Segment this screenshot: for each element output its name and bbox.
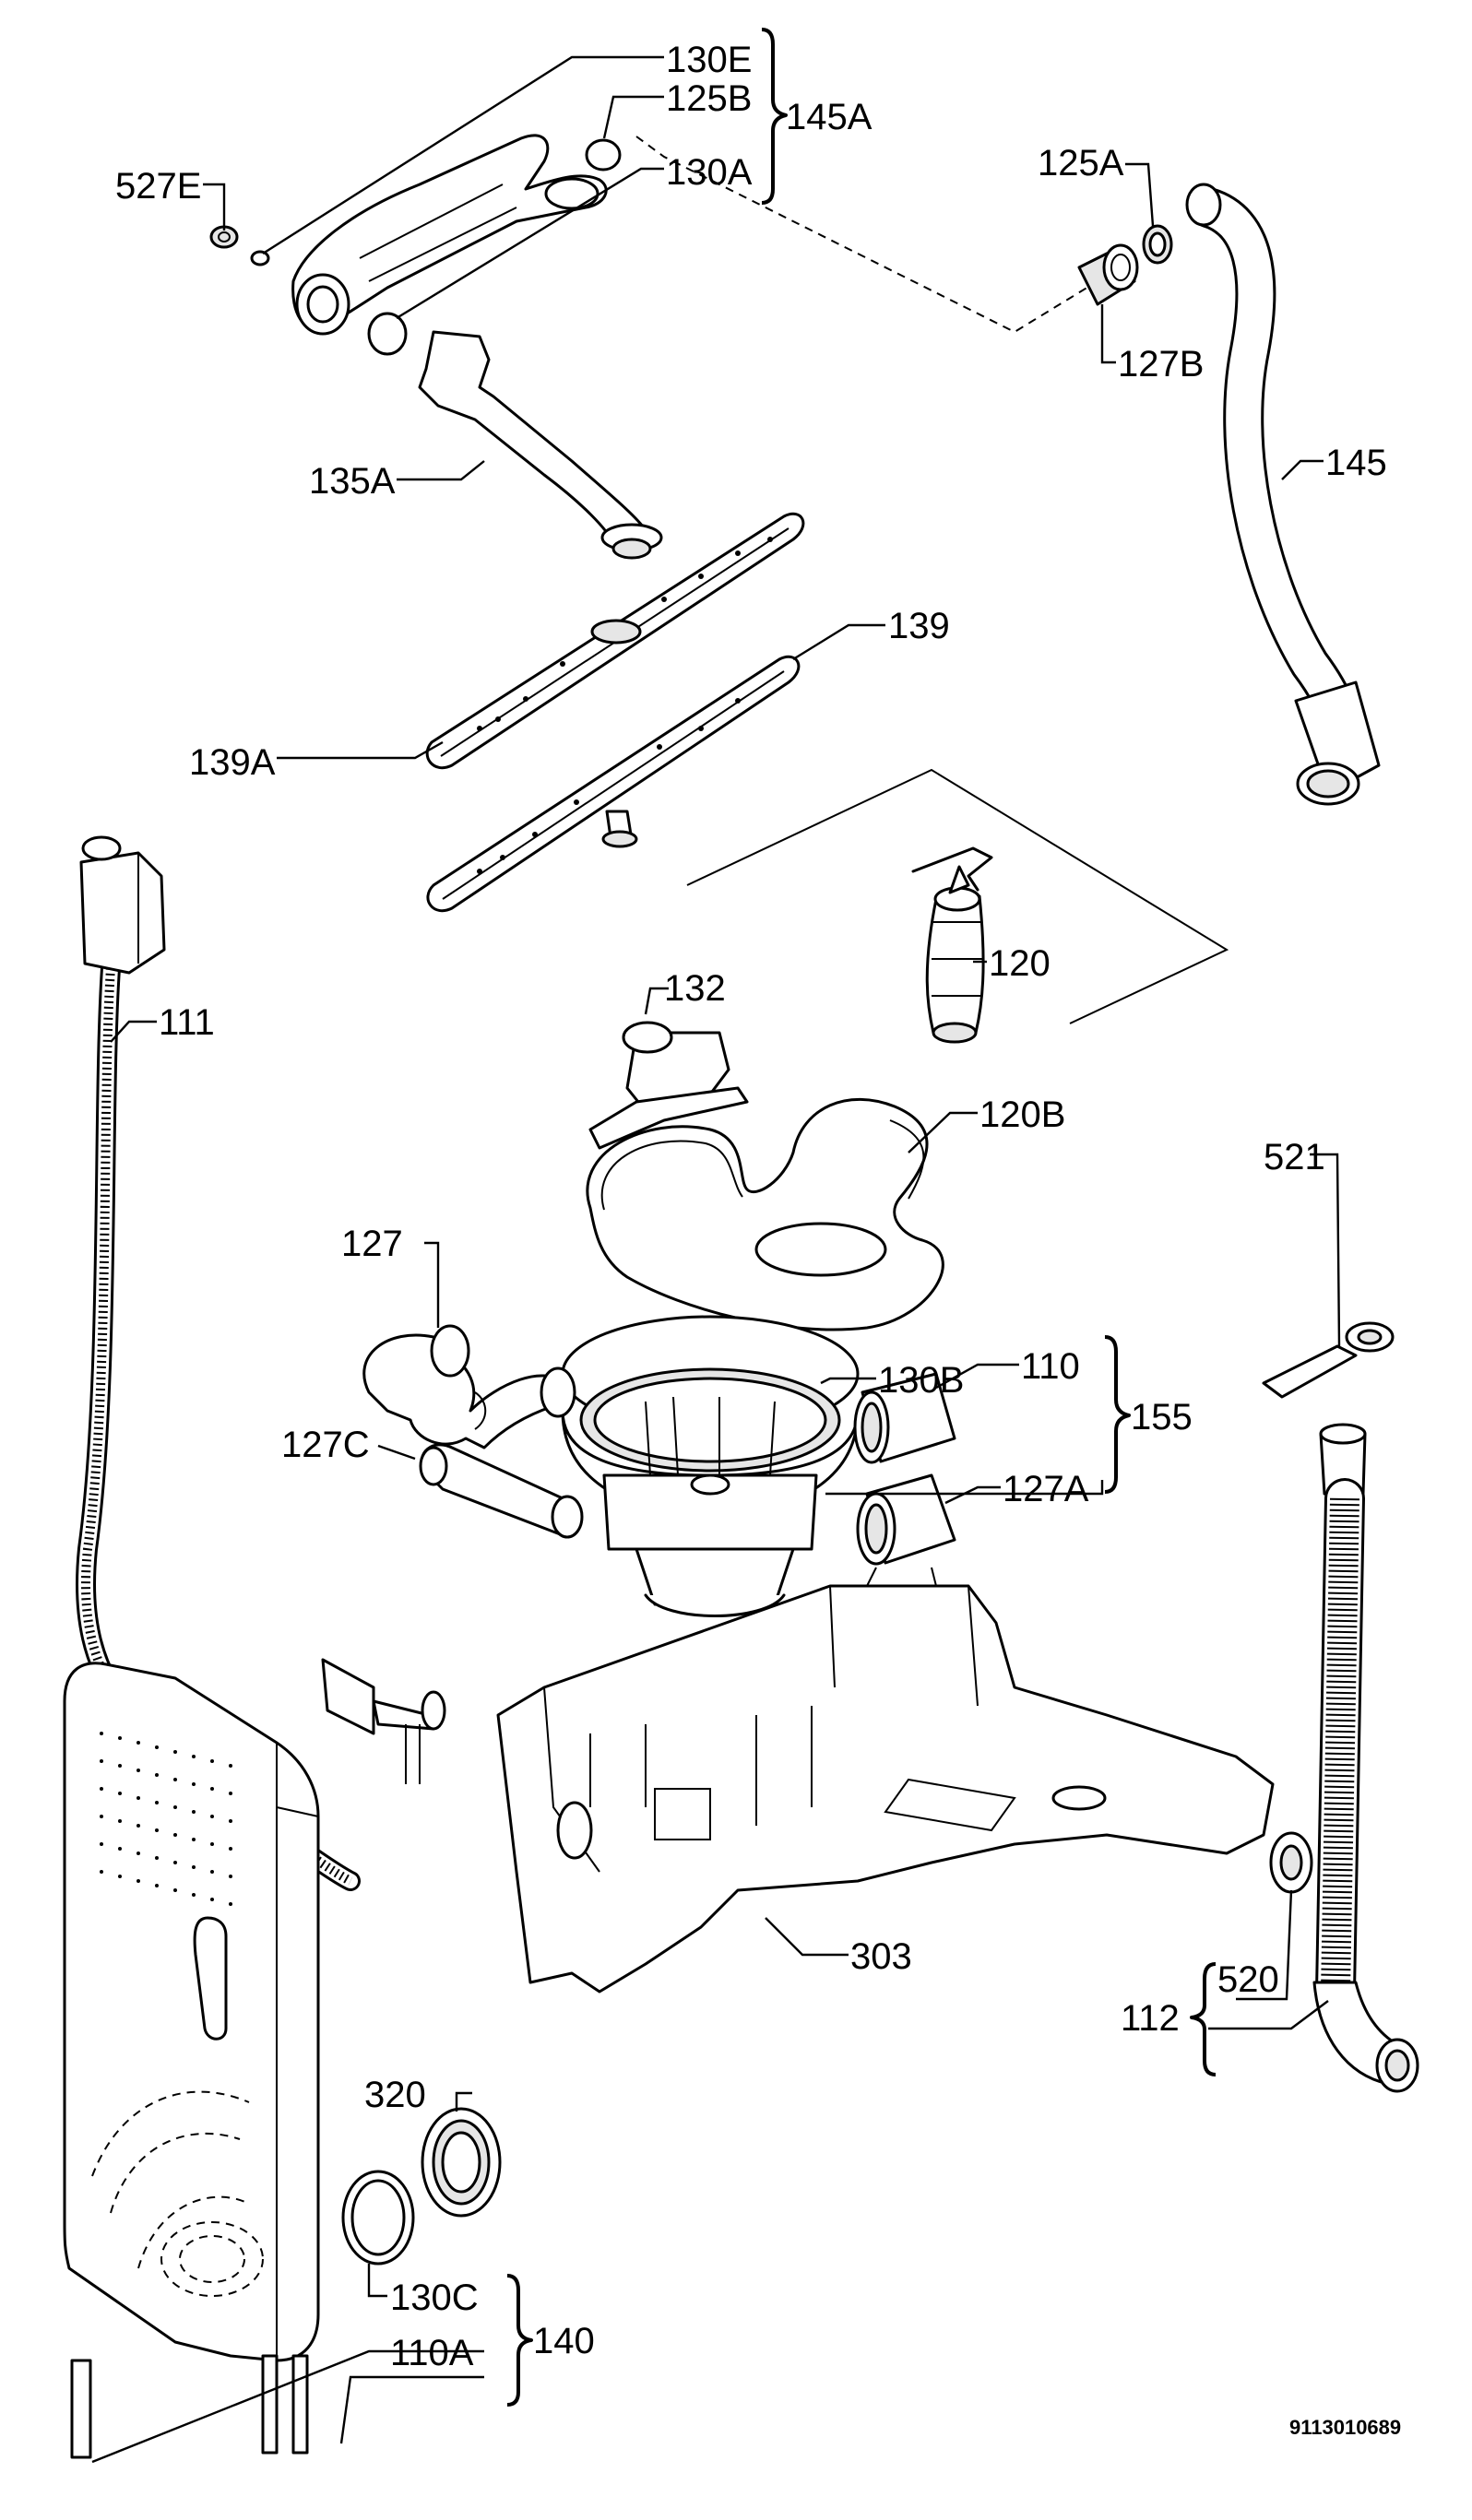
part-labels: 130E 125B 145A 130A 527E 125A 127B 145 1…: [115, 40, 1387, 2373]
dashed-connector: [635, 136, 1098, 334]
hose-127c: [419, 1443, 584, 1539]
upper-spray-arm-145a: [291, 134, 608, 336]
brace-112: [1190, 1962, 1217, 2076]
label-135A: 135A: [309, 461, 396, 502]
oring-125b: [585, 138, 622, 172]
label-139: 139: [888, 606, 950, 646]
label-130A: 130A: [666, 152, 753, 193]
filter-120: [911, 846, 993, 1044]
label-125B: 125B: [666, 78, 752, 119]
spray-arm-139a: [425, 512, 805, 770]
oring-130a: [367, 312, 408, 356]
gasket-125a-inner: [1148, 231, 1167, 257]
label-139A: 139A: [189, 742, 276, 783]
label-520: 520: [1217, 1959, 1279, 2000]
label-110: 110: [1021, 1346, 1080, 1387]
brace-145a: [761, 28, 788, 205]
label-140: 140: [533, 2321, 595, 2361]
label-127B: 127B: [1118, 344, 1204, 385]
oring-small: [250, 250, 270, 266]
sump-155: [561, 1315, 860, 1617]
label-155: 155: [1131, 1397, 1193, 1437]
label-130C: 130C: [390, 2277, 479, 2318]
tank-140: [63, 1662, 320, 2459]
supply-pipe-135a: [418, 330, 663, 560]
clamp-520: [1269, 1831, 1313, 1894]
brace-155: [1104, 1335, 1131, 1494]
drawing-code: 9113010689: [1289, 2416, 1401, 2439]
pipe-145: [1185, 183, 1381, 806]
clip-521: [1262, 1321, 1395, 1399]
label-145A: 145A: [786, 97, 873, 137]
hose-127: [362, 1324, 576, 1449]
label-527E: 527E: [115, 166, 201, 207]
filter-plate-120b: [586, 1097, 944, 1331]
label-320: 320: [364, 2075, 426, 2115]
drain-hose-112: [1312, 1423, 1419, 2093]
sleeve-127a: [856, 1473, 956, 1566]
label-130E: 130E: [666, 40, 752, 80]
filter-group-line: [686, 768, 1229, 1024]
label-112: 112: [1121, 1998, 1180, 2039]
label-303: 303: [850, 1936, 912, 1977]
label-120: 120: [989, 943, 1051, 984]
ring-130c: [341, 2170, 415, 2266]
label-127A: 127A: [1003, 1469, 1089, 1509]
lower-spray-arm-139: [426, 655, 801, 913]
brace-140: [506, 2274, 533, 2407]
seal-320: [421, 2107, 502, 2218]
tank-vent-grid: [100, 1732, 232, 1906]
label-110A: 110A: [390, 2333, 474, 2373]
braces: [506, 28, 1217, 2407]
leader-lines: [91, 55, 1341, 2464]
label-521: 521: [1264, 1137, 1325, 1177]
label-127C: 127C: [281, 1425, 370, 1465]
connector-127b: [1077, 243, 1139, 306]
part-132: [588, 1021, 749, 1150]
label-127: 127: [341, 1224, 403, 1264]
label-145: 145: [1325, 443, 1387, 483]
label-120B: 120B: [979, 1094, 1065, 1135]
label-111: 111: [159, 1002, 215, 1043]
base-frame-303: [496, 1567, 1275, 1994]
sleeve-110: [853, 1372, 956, 1464]
label-130B: 130B: [878, 1360, 964, 1401]
label-132: 132: [664, 968, 726, 1009]
label-125A: 125A: [1038, 143, 1124, 183]
